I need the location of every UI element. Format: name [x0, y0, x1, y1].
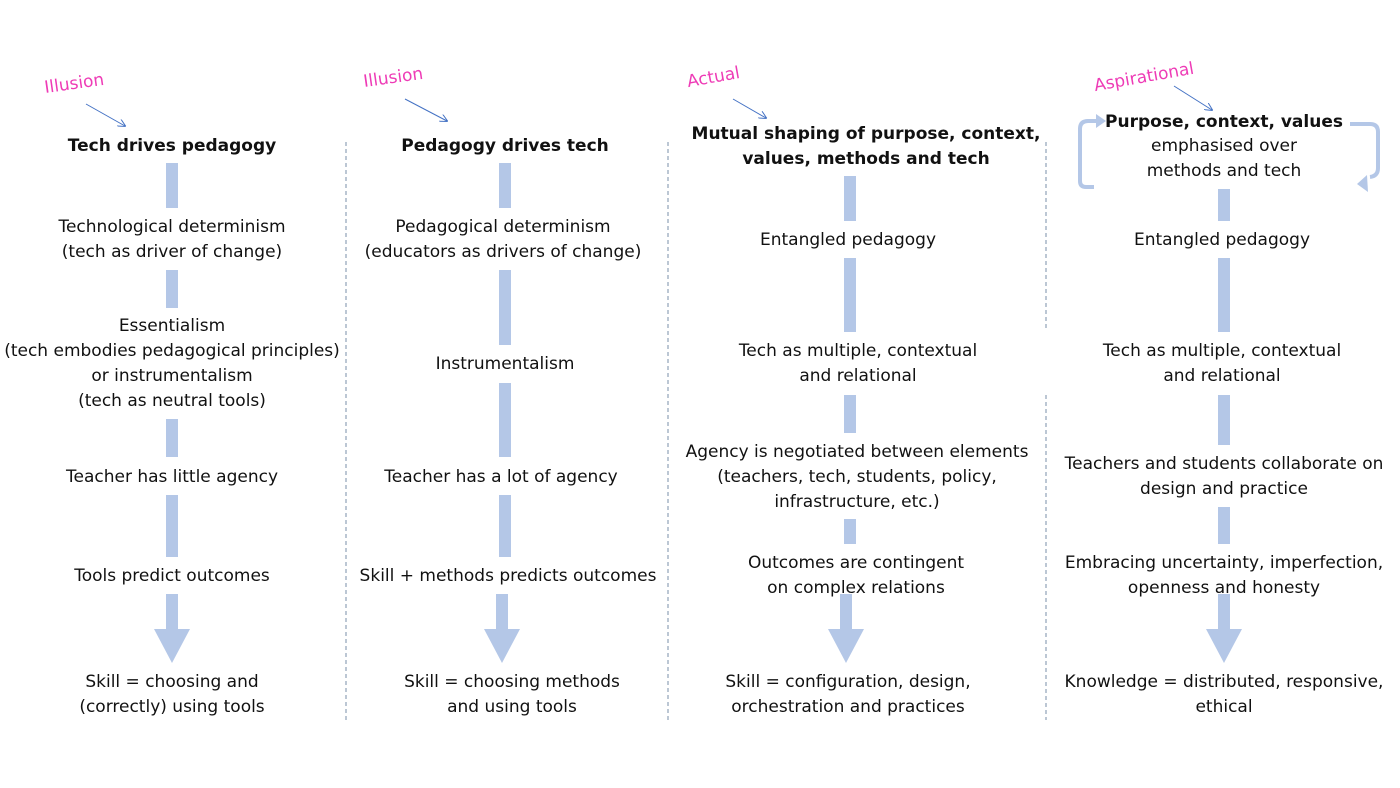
- cycle-arrow-left: [1078, 119, 1098, 189]
- connector-bar-c2-1: [499, 163, 511, 208]
- down-arrow-2: [484, 594, 520, 663]
- connector-bar-c1-3: [166, 419, 178, 457]
- connector-bar-c1-4: [166, 495, 178, 557]
- tag-pointer-arrow-2: [404, 98, 447, 121]
- connector-bar-c4-1: [1218, 189, 1230, 221]
- connector-bar-c3-1: [844, 176, 856, 221]
- column-1-item-4: Tools predict outcomes: [74, 566, 270, 586]
- connector-bar-c1-2: [166, 270, 178, 308]
- column-4-conclusion: Knowledge = distributed, responsive,ethi…: [1064, 672, 1384, 717]
- tag-pointer-arrow-1: [85, 103, 125, 126]
- connector-bar-c3-4: [844, 519, 856, 544]
- connector-bar-c2-3: [499, 383, 511, 457]
- column-1-item-3: Teacher has little agency: [65, 467, 279, 487]
- connector-bar-c1-1: [166, 163, 178, 208]
- column-4-title: Purpose, context, values: [1105, 112, 1343, 132]
- connector-bar-c4-4: [1218, 507, 1230, 544]
- connector-bar-c3-3: [844, 395, 856, 433]
- column-2-item-2: Instrumentalism: [435, 354, 575, 374]
- connector-bar-c4-2: [1218, 258, 1230, 332]
- cycle-arrowhead-right: [1357, 175, 1368, 192]
- column-3-title: Mutual shaping of purpose, context,value…: [691, 124, 1041, 169]
- column-4-item-1: Entangled pedagogy: [1133, 230, 1311, 250]
- column-3-item-3: Agency is negotiated between elements(te…: [685, 442, 1029, 512]
- column-1-title: Tech drives pedagogy: [67, 136, 277, 156]
- column-1-conclusion: Skill = choosing and(correctly) using to…: [79, 672, 265, 717]
- column-1-item-2: Essentialism(tech embodies pedagogical p…: [4, 316, 340, 411]
- connector-bar-c2-4: [499, 495, 511, 557]
- cycle-arrowhead-left: [1096, 114, 1106, 128]
- column-2-item-1: Pedagogical determinism(educators as dri…: [364, 217, 642, 262]
- tag-pointer-arrow-3: [732, 98, 766, 118]
- down-arrow-4: [1206, 594, 1242, 663]
- connector-bar-c2-2: [499, 270, 511, 345]
- column-2-item-4: Skill + methods predicts outcomes: [359, 566, 657, 586]
- column-3-conclusion: Skill = configuration, design,orchestrat…: [725, 672, 971, 717]
- connector-bar-c4-3: [1218, 395, 1230, 445]
- column-2-title: Pedagogy drives tech: [401, 136, 609, 156]
- down-arrow-1: [154, 594, 190, 663]
- down-arrow-3: [828, 594, 864, 663]
- connector-bar-c3-2: [844, 258, 856, 332]
- cycle-arrow-right: [1350, 122, 1380, 179]
- column-3-item-1: Entangled pedagogy: [759, 230, 937, 250]
- column-2-item-3: Teacher has a lot of agency: [384, 467, 618, 487]
- column-1-item-1: Technological determinism(tech as driver…: [58, 217, 286, 262]
- tag-pointer-arrow-4: [1173, 85, 1212, 110]
- column-4-item-4: Embracing uncertainty, imperfection,open…: [1064, 553, 1384, 598]
